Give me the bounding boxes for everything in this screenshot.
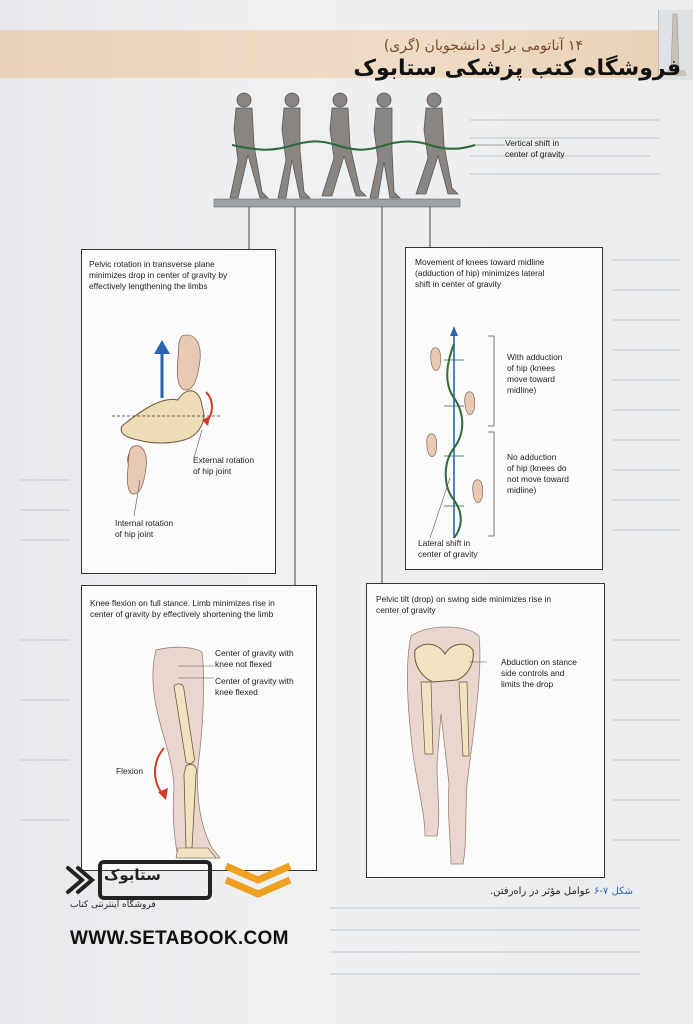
- knee-flexion-illustration: [152, 646, 221, 859]
- abduction-label: Abduction on stance side controls and li…: [501, 657, 577, 689]
- pelvic-tilt-caption: Pelvic tilt (drop) on swing side minimiz…: [376, 594, 551, 615]
- vertical-shift-label: Vertical shift in center of gravity: [505, 138, 565, 159]
- ground-platform: [213, 198, 461, 208]
- cog-not-flexed-label: Center of gravity with knee not flexed: [215, 648, 294, 669]
- logo-subtitle: فروشگاه اینترنتی کتاب: [70, 900, 156, 910]
- knee-midline-illustration: [426, 326, 495, 539]
- setabook-logo-icon: [66, 860, 292, 900]
- panel-pelvic-tilt: [366, 583, 605, 878]
- footprint-icons: [426, 347, 484, 503]
- pelvis-bone-icon: [120, 390, 205, 444]
- foot-upper-icon: [176, 334, 201, 391]
- logo-text: ستابوک: [104, 866, 161, 884]
- internal-rotation-label: Internal rotation of hip joint: [115, 518, 174, 539]
- flexion-label: Flexion: [116, 766, 143, 776]
- femur-bone-icon: [173, 683, 195, 764]
- figure-caption: شکل ۷-۶ عوامل مؤثر در راه‌رفتن.: [490, 886, 633, 897]
- knee-flexion-caption: Knee flexion on full stance. Limb minimi…: [90, 598, 275, 619]
- no-adduction-label: No adduction of hip (knees do not move t…: [507, 452, 569, 495]
- pelvic-tilt-illustration: [407, 626, 487, 865]
- pelvis-front-bone-icon: [414, 643, 474, 683]
- walking-figures: [229, 92, 459, 199]
- knee-midline-caption: Movement of knees toward midline (adduct…: [415, 257, 545, 289]
- corner-thumbnail: [658, 10, 693, 80]
- cog-flexed-label: Center of gravity with knee flexed: [215, 676, 294, 697]
- center-of-gravity-wave: [231, 140, 476, 151]
- lateral-shift-label: Lateral shift in center of gravity: [418, 538, 478, 559]
- store-title: فروشگاه کتب پزشکی ستابوک: [353, 56, 681, 81]
- shift-ticks: [444, 359, 464, 507]
- figure-caption-text: عوامل مؤثر در راه‌رفتن.: [490, 886, 591, 897]
- panel-knee-midline: [405, 247, 603, 570]
- external-rotation-label: External rotation of hip joint: [193, 455, 254, 476]
- header-band: [0, 30, 693, 78]
- pelvic-rotation-caption: Pelvic rotation in transverse plane mini…: [89, 259, 228, 291]
- foot-lower-icon: [126, 445, 147, 495]
- lateral-shift-wave: [444, 343, 464, 539]
- with-adduction-label: With adduction of hip (knees move toward…: [507, 352, 563, 395]
- connector-lines: [248, 207, 431, 585]
- figure-number: شکل ۷-۶: [593, 886, 633, 897]
- running-head: ۱۴ آناتومی برای دانشجویان (گری): [383, 38, 583, 54]
- website-url: WWW.SETABOOK.COM: [70, 928, 289, 949]
- pelvic-rotation-illustration: [112, 334, 220, 517]
